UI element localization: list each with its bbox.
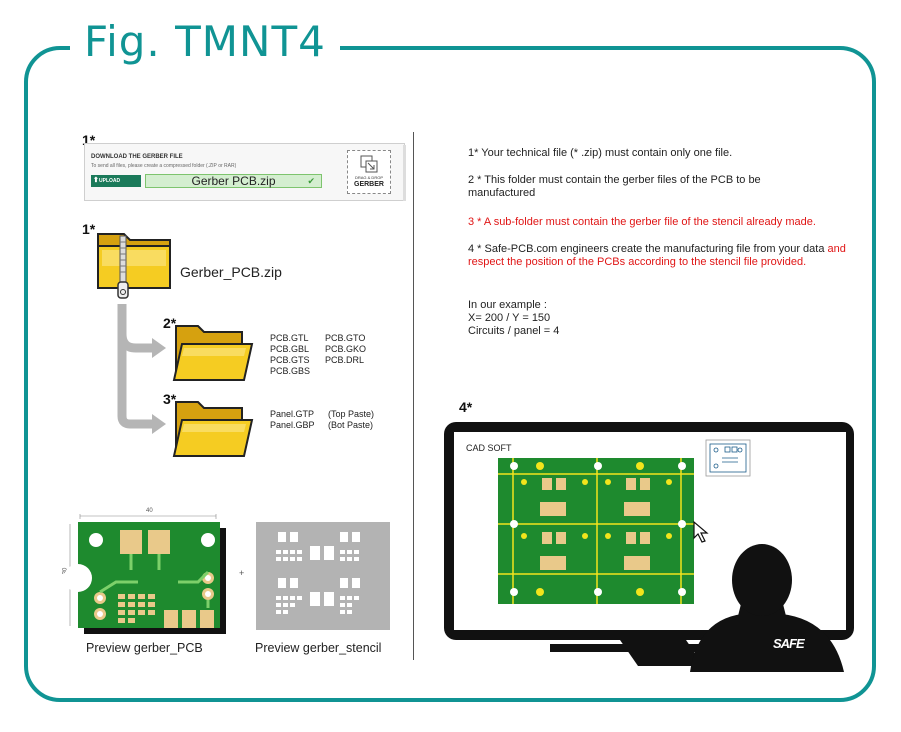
stencil-files-col2: (Top Paste) (Bot Paste) [328, 409, 374, 431]
figure-title: Fig. TMNT4 [70, 12, 340, 72]
file-description: (Bot Paste) [328, 420, 374, 430]
column-divider [413, 132, 414, 660]
file-name: PCB.GTL [270, 333, 309, 343]
caption-stencil-preview: Preview gerber_stencil [255, 641, 382, 655]
pcb-folder-icon [172, 325, 254, 381]
zip-file-name: Gerber_PCB.zip [180, 264, 282, 280]
upload-button[interactable]: ⬆ UPLOAD [91, 175, 141, 187]
caption-pcb-preview: Preview gerber_PCB [86, 641, 203, 655]
drag-drop-zone[interactable]: DRAG & DROP GERBER [347, 150, 391, 194]
pcb-width-dimension: 40 [146, 508, 153, 514]
stencil-files-col1: Panel.GTP Panel.GBP [270, 409, 315, 431]
note-4-text: 4 * Safe-PCB.com engineers create the ma… [468, 243, 825, 255]
pcb-files-col2: PCB.GTO PCB.GKO PCB.DRL [325, 333, 366, 366]
pcb-preview [64, 522, 226, 634]
pcb-files-col1: PCB.GTL PCB.GBL PCB.GTS PCB.GBS [270, 333, 310, 377]
note-4-highlight: and respect the position of the PCBs acc… [468, 243, 846, 268]
note-1: 1* Your technical file (* .zip) must con… [468, 147, 733, 159]
file-name: Panel.GTP [270, 409, 315, 419]
safe-badge: SAFE [773, 636, 805, 651]
file-name: PCB.DRL [325, 355, 365, 365]
branch-arrows [117, 304, 166, 434]
uploaded-file-field[interactable]: Gerber PCB.zip ✔ [145, 174, 322, 188]
folder3-step-number: 3* [163, 391, 177, 407]
plus-sign: + [239, 568, 245, 578]
drag-drop-small-label: DRAG & DROP [354, 175, 383, 180]
note-2: 2 * This folder must contain the gerber … [468, 174, 761, 199]
example-circuits: Circuits / panel = 4 [468, 325, 560, 337]
file-name: PCB.GBS [270, 366, 311, 376]
upload-arrow-icon: ⬆ [93, 177, 99, 184]
cad-soft-label: CAD SOFT [466, 443, 512, 453]
note-3: 3 * A sub-folder must contain the gerber… [468, 216, 816, 228]
note-4: 4 * Safe-PCB.com engineers create the ma… [468, 243, 868, 269]
check-icon: ✔ [307, 176, 315, 186]
file-name: PCB.GTS [270, 355, 310, 365]
file-name: PCB.GKO [325, 344, 367, 354]
example-title: In our example : [468, 299, 547, 311]
upload-panel: DOWNLOAD THE GERBER FILE To send all fil… [84, 143, 405, 201]
drag-drop-icon [360, 155, 378, 173]
zip-folder-icon [97, 233, 171, 299]
figure-frame [24, 46, 876, 702]
example-dimensions: X= 200 / Y = 150 [468, 312, 551, 324]
stencil-preview [256, 522, 390, 630]
file-description: (Top Paste) [328, 409, 375, 419]
zip-step-number: 1* [82, 221, 96, 237]
uploaded-file-name: Gerber PCB.zip [191, 174, 276, 188]
upload-panel-subtitle: To send all files, please create a compr… [91, 163, 237, 169]
step-4-number: 4* [459, 399, 473, 415]
file-name: Panel.GBP [270, 420, 315, 430]
drag-drop-big-label: GERBER [354, 181, 384, 188]
upload-panel-title: DOWNLOAD THE GERBER FILE [91, 154, 183, 160]
file-name: PCB.GTO [325, 333, 366, 343]
monitor-illustration [444, 422, 854, 672]
folder2-step-number: 2* [163, 315, 177, 331]
file-name: PCB.GBL [270, 344, 310, 354]
panel-shadow [403, 145, 406, 201]
stencil-folder-icon [172, 401, 254, 457]
upload-button-label: UPLOAD [99, 178, 121, 184]
